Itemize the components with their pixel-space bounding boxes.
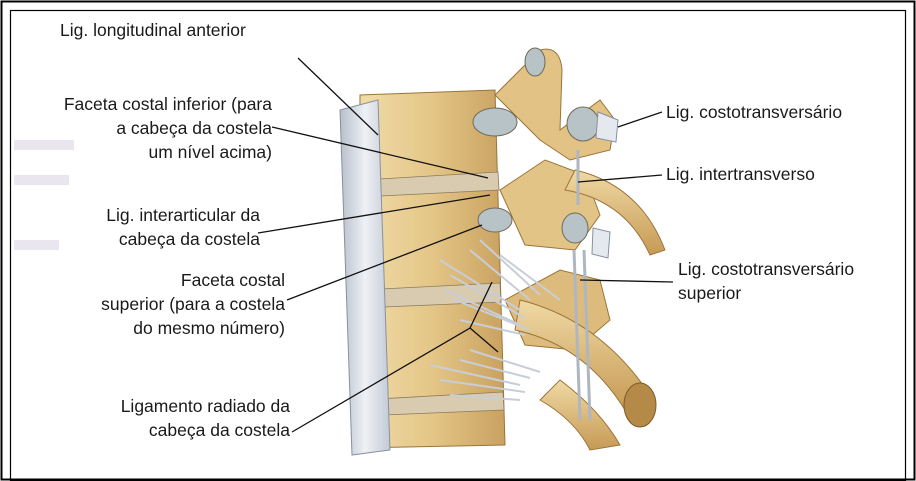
label-lig-interarticular: Lig. interarticular da cabeça da costela [60, 203, 260, 251]
label-lig-longitudinal-anterior: Lig. longitudinal anterior [60, 18, 246, 42]
label-line: do mesmo número) [45, 316, 285, 340]
label-line: cabeça da costela [60, 227, 260, 251]
label-line: a cabeça da costela [12, 116, 272, 140]
label-line: Lig. costotransversário [678, 257, 903, 281]
label-line: Ligamento radiado da [60, 394, 290, 418]
label-line: superior (para a costela [45, 292, 285, 316]
label-line: Lig. interarticular da [60, 203, 260, 227]
label-line: Faceta costal [45, 268, 285, 292]
label-line: um nível acima) [12, 140, 272, 164]
label-line: Faceta costal inferior (para [12, 92, 272, 116]
label-faceta-costal-inferior: Faceta costal inferior (para a cabeça da… [12, 92, 272, 164]
label-line: cabeça da costela [60, 418, 290, 442]
label-lig-intertransverso: Lig. intertransverso [666, 162, 815, 186]
label-ligamento-radiado: Ligamento radiado da cabeça da costela [60, 394, 290, 442]
label-faceta-costal-superior: Faceta costal superior (para a costela d… [45, 268, 285, 340]
label-lig-costotransversario-superior: Lig. costotransversário superior [678, 257, 903, 305]
label-lig-costotransversario: Lig. costotransversário [666, 100, 842, 124]
label-line: superior [678, 281, 903, 305]
